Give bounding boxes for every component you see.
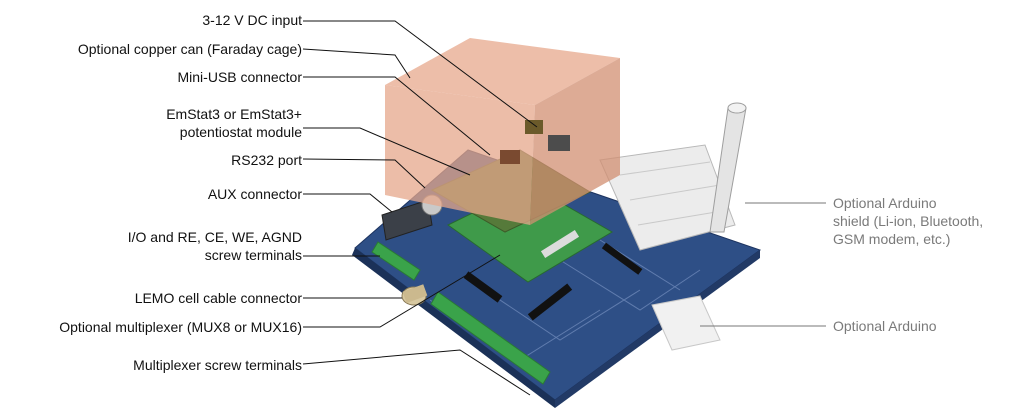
label-io-line2: screw terminals [204,247,302,263]
label-lemo: LEMO cell cable connector [134,290,302,306]
base-board-edge-right [555,250,760,408]
header-slot-2 [527,283,573,321]
leader-emstat [303,127,471,176]
rs232-connector [381,199,433,241]
leader-copper-can [302,48,411,79]
optional-arduino [651,295,721,351]
leader-mini-usb [303,76,491,156]
label-mux-terminals: Multiplexer screw terminals [133,357,302,373]
header-slot-3 [601,242,643,275]
label-copper-can: Optional copper can (Faraday cage) [77,41,302,57]
leader-aux [303,193,393,213]
label-mini-usb: Mini-USB connector [177,69,303,85]
base-board-edge [352,248,555,408]
copper-can-side [530,58,620,225]
arduino-shield [599,144,736,251]
label-mux: Optional multiplexer (MUX8 or MUX16) [59,319,302,335]
header-slot-1 [463,271,503,303]
mux-screw-terminals [430,291,551,385]
label-emstat-line1: EmStat3 or EmStat3+ [166,106,302,122]
copper-can-top [385,38,620,105]
label-aux: AUX connector [207,186,302,202]
label-emstat-line2: potentiostat module [179,124,302,140]
io-screw-terminals [371,241,421,281]
leader-mux [303,254,501,328]
copper-can-front [385,85,535,225]
label-rs232: RS232 port [231,152,302,168]
label-arduino-shield-line3: GSM modem, etc.) [833,231,951,247]
label-arduino-shield-line1: Optional Arduino [833,195,937,211]
label-dc-input: 3-12 V DC input [202,12,302,28]
leader-dc-input [303,20,538,128]
label-io-line1: I/O and RE, CE, WE, AGND [127,229,302,245]
leader-mux-terminals [302,349,531,396]
leader-rs232 [302,158,426,189]
label-arduino: Optional Arduino [833,318,937,334]
label-arduino-shield-line2: shield (Li-ion, Bluetooth, [833,213,984,229]
